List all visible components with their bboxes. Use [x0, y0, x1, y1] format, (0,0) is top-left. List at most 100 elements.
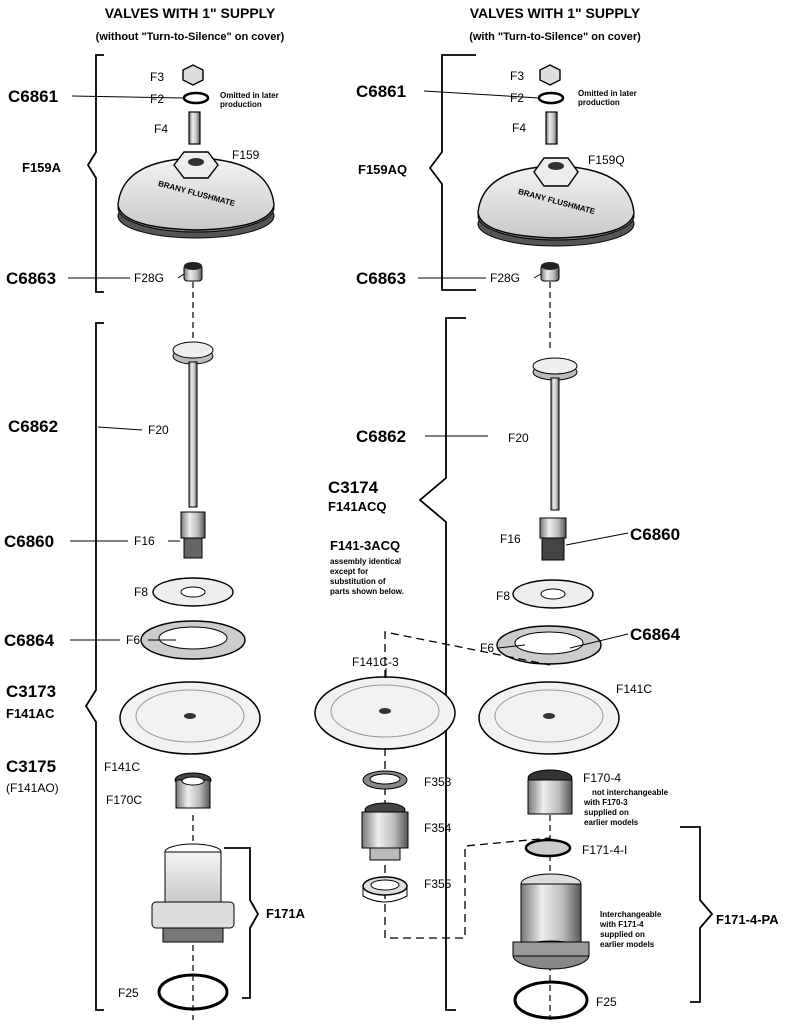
f171-note-2: with F171-4: [599, 920, 644, 929]
label-f6-left: F6: [126, 633, 140, 647]
label-f170c: F170C: [106, 793, 142, 807]
label-c6861-left: C6861: [8, 87, 58, 106]
f6-ring-right: [496, 625, 602, 665]
f170-note-4: earlier models: [584, 818, 639, 827]
left-heading: VALVES WITH 1" SUPPLY: [105, 5, 276, 21]
note-omitted-right-1: Omitted in later: [578, 89, 637, 98]
label-f141-3acq: F141-3ACQ: [330, 538, 400, 553]
leader-lines: [68, 90, 629, 678]
label-f141ac: F141AC: [6, 706, 55, 721]
f171a-body-left: [151, 843, 235, 943]
label-f141c-left: F141C: [104, 760, 140, 774]
label-f170-4: F170-4: [583, 771, 621, 785]
f159q-cover-right: [477, 157, 635, 247]
label-f355: F355: [424, 877, 452, 891]
label-c6860-left: C6860: [4, 532, 54, 551]
label-f159a: F159A: [22, 160, 62, 175]
f171-note-4: earlier models: [600, 940, 655, 949]
label-f171a: F171A: [266, 906, 306, 921]
f6-ring-left: [140, 620, 246, 660]
label-f141c-3: F141C-3: [352, 655, 399, 669]
brace-right-lower: [418, 317, 466, 1011]
label-f20-left: F20: [148, 423, 169, 437]
label-f2-left: F2: [150, 92, 164, 106]
label-f354: F354: [424, 821, 452, 835]
f20-stem-left: [172, 341, 214, 508]
label-c6860-right: C6860: [630, 525, 680, 544]
f28g-part-right: [540, 262, 560, 282]
left-subheading: (without "Turn-to-Silence" on cover): [96, 31, 285, 43]
label-f28g-right: F28G: [490, 271, 520, 285]
f2-washer-right: [537, 91, 565, 105]
label-f141c-right: F141C: [616, 682, 652, 696]
note-omitted-left-2: production: [220, 100, 262, 109]
label-c6864-left: C6864: [4, 631, 55, 650]
label-f3-left: F3: [150, 70, 164, 84]
f3-bolt-right: [539, 64, 561, 86]
assembly-note-2: except for: [330, 567, 368, 576]
label-c3173: C3173: [6, 682, 56, 701]
f170c-part-left: [174, 772, 212, 809]
label-c6861-right: C6861: [356, 82, 406, 101]
label-f171-4-pa: F171-4-PA: [716, 912, 779, 927]
label-c6863-left: C6863: [6, 269, 56, 288]
f25-oring-right: [513, 980, 589, 1020]
f2-washer-left: [182, 91, 210, 105]
f28g-part-left: [183, 262, 203, 282]
label-f353: F353: [424, 775, 452, 789]
assembly-note-3: substitution of: [330, 577, 386, 586]
label-f16-left: F16: [134, 534, 155, 548]
f141c-diaphragm-right: [478, 681, 620, 755]
f354-part: [361, 802, 409, 861]
f170-4-part: [527, 769, 573, 815]
brace-right-top: [428, 54, 476, 291]
label-f4-left: F4: [154, 122, 168, 136]
right-subheading: (with "Turn-to-Silence" on cover): [469, 31, 641, 43]
f170-note-2: with F170-3: [583, 798, 628, 807]
assembly-note-1: assembly identical: [330, 557, 401, 566]
f141c-3-diaphragm: [314, 676, 456, 750]
label-f2-right: F2: [510, 91, 524, 105]
f4-screw-left: [188, 111, 201, 145]
label-f28g-left: F28G: [134, 271, 164, 285]
label-f8-right: F8: [496, 589, 510, 603]
label-f6-right: F6: [480, 641, 494, 655]
label-f159q: F159Q: [588, 153, 625, 167]
f353-part: [362, 770, 408, 790]
f171-note-3: supplied on: [600, 930, 645, 939]
f141c-diaphragm-left: [119, 681, 261, 755]
f20-stem-right: [532, 357, 578, 511]
f170-note-3: supplied on: [584, 808, 629, 817]
label-f4-right: F4: [512, 121, 526, 135]
f3-bolt-left: [182, 64, 204, 86]
f16-part-right: [539, 517, 567, 561]
f159-cover-left: [117, 151, 275, 239]
brace-left-top: [86, 54, 104, 293]
f8-washer-right: [512, 579, 594, 609]
label-f25-right: F25: [596, 995, 617, 1009]
label-f159aq: F159AQ: [358, 162, 407, 177]
brace-f171a: [224, 847, 260, 999]
f25-oring-left: [157, 973, 229, 1011]
label-c6862-right: C6862: [356, 427, 406, 446]
label-f141ao: (F141AO): [6, 781, 59, 795]
f171-4-i-ring: [524, 838, 572, 858]
label-f3-right: F3: [510, 69, 524, 83]
label-c6864-right: C6864: [630, 625, 681, 644]
label-f8-left: F8: [134, 585, 148, 599]
label-f141acq: F141ACQ: [328, 499, 387, 514]
label-f25-left: F25: [118, 986, 139, 1000]
label-c3175: C3175: [6, 757, 56, 776]
f8-washer-left: [152, 577, 234, 607]
f171-note-1: Interchangeable: [600, 910, 662, 919]
f16-part-left: [180, 511, 206, 559]
note-omitted-right-2: production: [578, 98, 620, 107]
label-f20-right: F20: [508, 431, 529, 445]
label-f159: F159: [232, 148, 260, 162]
note-omitted-left-1: Omitted in later: [220, 91, 279, 100]
label-f16-right: F16: [500, 532, 521, 546]
label-c3174: C3174: [328, 478, 379, 497]
assembly-note-4: parts shown below.: [330, 587, 404, 596]
brace-left-lower: [84, 322, 104, 1011]
